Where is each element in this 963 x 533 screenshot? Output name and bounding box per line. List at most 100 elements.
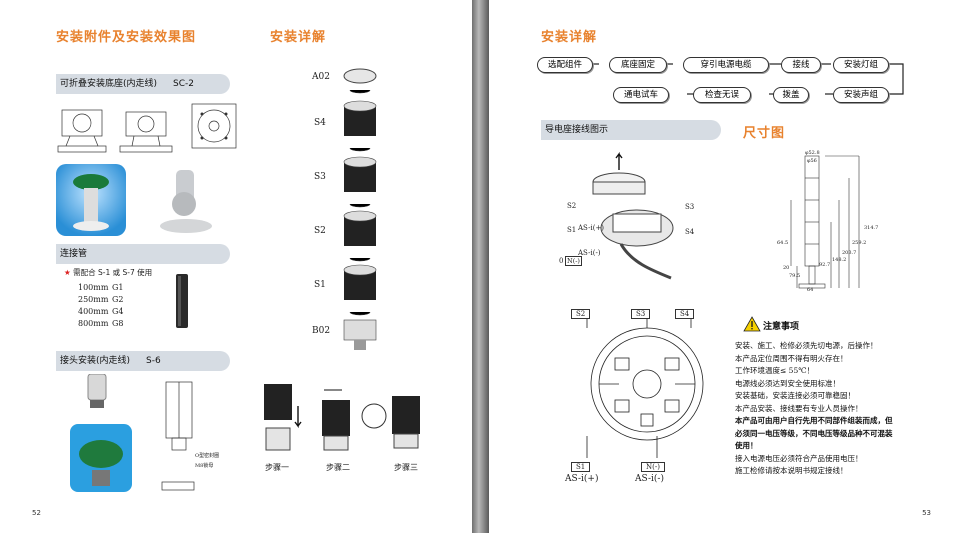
flow-step-select-components: 选配组件 xyxy=(537,57,593,73)
accessories-heading: 安装附件及安装效果图 xyxy=(56,30,197,45)
wiring-label-s4: S4 xyxy=(685,228,695,236)
flow-step-wiring: 接线 xyxy=(781,57,821,73)
star-icon: ★ xyxy=(64,268,71,277)
install-detail-heading: 安装详解 xyxy=(270,30,327,45)
dim-314-7: 314.7 xyxy=(864,225,879,231)
s6-legend-1: O型密封圈 xyxy=(195,453,220,459)
caution-list: 安装、施工、检修必须先切电源，后操作！ 本产品定位周围不得有明火存在！ 工作环境… xyxy=(735,340,895,478)
s6-legend-2: M8锁母 xyxy=(195,463,214,469)
wiring-label-asi-plus: AS-i(+) xyxy=(578,224,605,232)
stack-label-a02: A02 xyxy=(312,72,330,82)
s6-images xyxy=(70,374,195,492)
caution-title: 注意事项 xyxy=(763,322,800,332)
wiring-label-s3: S3 xyxy=(685,203,695,211)
wiring-label-zero: 0 xyxy=(559,257,564,265)
terminal-asi-minus: AS-i(-) xyxy=(635,474,664,484)
pipe-title: 连接管 xyxy=(60,249,88,259)
terminal-asi-plus: AS-i(+) xyxy=(565,474,599,484)
caution-line-bold: 本产品可由用户自行先用不同部件组装而成，但必须同一电压等级，不同电压等级品种不可… xyxy=(735,416,893,450)
step-3-label: 步骤三 xyxy=(394,463,418,472)
steps-images xyxy=(264,384,420,451)
warning-icon xyxy=(743,316,761,332)
caution-line: 接入电源电压必须符合产品使用电压！ xyxy=(735,453,863,463)
dim-79-5: 79.5 xyxy=(789,273,801,279)
wiring-label-s2: S2 xyxy=(567,202,577,210)
flow-step-power-test: 通电试车 xyxy=(613,87,669,103)
dim-phi-56: φ56 xyxy=(807,158,817,164)
wiring-label-asi-minus: AS-i(-) xyxy=(578,249,601,257)
stack-label-s2: S2 xyxy=(314,226,326,236)
stack-label-b02: B02 xyxy=(312,326,331,336)
dim-20: 20 xyxy=(783,265,790,271)
flow-step-base-fixing: 底座固定 xyxy=(609,57,667,73)
wiring-label-s1: S1 xyxy=(567,226,577,234)
page-number-right: 53 xyxy=(922,509,931,517)
tower-stack xyxy=(343,68,377,350)
terminal-diagram xyxy=(586,318,704,458)
stack-label-s1: S1 xyxy=(314,280,326,290)
pipe-image xyxy=(176,274,188,328)
flow-step-cable: 穿引电源电缆 xyxy=(683,57,769,73)
pipe-code: G1 xyxy=(112,283,124,292)
flow-step-install-lights: 安装灯组 xyxy=(833,57,889,73)
dim-148-2: 148.2 xyxy=(832,257,847,263)
pipe-code: G2 xyxy=(112,295,124,304)
pipe-code: G8 xyxy=(112,319,124,328)
pipe-code: G4 xyxy=(112,307,124,316)
stack-label-s3: S3 xyxy=(314,172,326,182)
terminal-box-neutral: N(-) xyxy=(641,462,665,472)
wiring-title: 导电座接线图示 xyxy=(545,125,609,135)
dim-phi-528: φ52.8 xyxy=(805,150,820,156)
sc2-title-bar: 可折叠安装底座(内走线) SC-2 xyxy=(56,74,230,94)
terminal-box-s3: S3 xyxy=(631,309,651,319)
caution-line: 施工检修请按本说明书规定接线！ xyxy=(735,466,848,475)
pipe-len: 100mm xyxy=(78,283,109,292)
dim-64-5: 64.5 xyxy=(777,240,789,246)
terminal-box-s2: S2 xyxy=(571,309,591,319)
dim-92-7: 92.7 xyxy=(819,262,831,268)
right-install-heading: 安装详解 xyxy=(541,30,598,45)
s6-code: S-6 xyxy=(146,356,161,366)
sc2-photos xyxy=(56,164,212,236)
sc2-code: SC-2 xyxy=(173,79,195,89)
flow-step-check: 检查无误 xyxy=(693,87,751,103)
pipe-len: 250mm xyxy=(78,295,109,304)
flow-step-cover: 拨盖 xyxy=(773,87,809,103)
step-1-label: 步骤一 xyxy=(265,463,289,472)
s6-title: 接头安装(内走线) xyxy=(60,356,131,366)
caution-line: 本产品安装、接线要有专业人员操作！ xyxy=(735,403,863,413)
wiring-title-bar: 导电座接线图示 xyxy=(541,120,721,140)
dim-64: 64 xyxy=(807,287,814,293)
caution-line: 安装、施工、检修必须先切电源，后操作！ xyxy=(735,341,878,350)
s6-title-bar: 接头安装(内走线) S-6 xyxy=(56,351,230,371)
dimension-drawing xyxy=(790,155,860,289)
wiring-label-neutral: N(-) xyxy=(565,256,582,266)
terminal-box-s1: S1 xyxy=(571,462,591,472)
pipe-note-text: 需配合 S-1 或 S-7 使用 xyxy=(73,268,153,277)
flow-step-install-sound: 安装声组 xyxy=(833,87,889,103)
stack-label-s4: S4 xyxy=(314,118,326,128)
caution-line: 电源线必须达到安全使用标准！ xyxy=(735,378,840,388)
page-number-left: 52 xyxy=(32,509,41,517)
caution-line: 安装基础，安装连接必须可靠稳固！ xyxy=(735,391,855,400)
caution-line: 本产品定位周围不得有明火存在！ xyxy=(735,353,848,363)
left-page: 安装附件及安装效果图 安装详解 可折叠安装底座(内走线) SC-2 连接管 ★ 需… xyxy=(0,0,472,533)
sc2-drawings xyxy=(57,103,237,153)
dim-203-7: 203.7 xyxy=(842,250,857,256)
wiring-socket-drawing xyxy=(592,151,674,280)
step-2-label: 步骤二 xyxy=(326,463,350,472)
terminal-box-s4: S4 xyxy=(675,309,695,319)
dimensions-heading: 尺寸图 xyxy=(743,126,786,141)
book-spine xyxy=(472,0,489,533)
dim-259-2: 259.2 xyxy=(852,240,867,246)
pipe-note: ★ 需配合 S-1 或 S-7 使用 xyxy=(64,267,152,278)
pipe-title-bar: 连接管 xyxy=(56,244,230,264)
pipe-len: 800mm xyxy=(78,319,109,328)
sc2-title: 可折叠安装底座(内走线) xyxy=(60,79,158,89)
right-page: 安装详解 选配组件 底座固定 穿引电源电缆 接线 安装灯组 通电试车 检查无误 … xyxy=(489,0,963,533)
